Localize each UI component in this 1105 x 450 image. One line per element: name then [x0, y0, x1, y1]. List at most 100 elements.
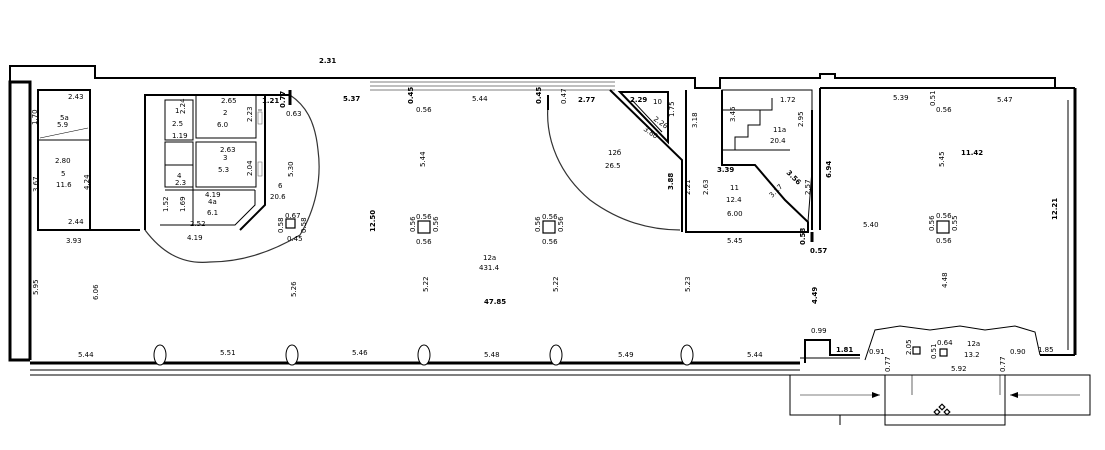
dim: 1.70 [31, 109, 39, 125]
room-12b-area: 26.5 [605, 162, 621, 170]
room-10-outline [617, 91, 669, 145]
column-3 [936, 220, 950, 234]
dim: 47.85 [484, 298, 506, 306]
dim: 2.77 [578, 96, 595, 104]
rooms-11-block [685, 88, 821, 242]
room-4a-area: 6.1 [207, 209, 218, 217]
room-2-name: 2 [223, 109, 227, 117]
dim: 5.45 [727, 237, 743, 245]
dimension-labels: 2.43 1.70 2.80 3.67 4.24 2.44 3.93 5.95 … [31, 57, 1059, 373]
room-12b-name: 12б [608, 149, 621, 157]
dim: 1.52 [162, 196, 170, 212]
dim: 0.64 [937, 339, 953, 347]
room-labels: 5а 5.9 5 11.6 1 2.5 2 6.0 3 5.3 4 2.3 4а… [56, 98, 980, 359]
room-4-area: 2.3 [175, 179, 186, 187]
dim: 0.77 [999, 356, 1007, 372]
room-11-area: 12.4 [726, 196, 742, 204]
dim: 5.48 [484, 351, 500, 359]
dim: 4.19 [187, 234, 203, 242]
dim: 5.44 [419, 151, 427, 167]
dim: 5.95 [32, 279, 40, 295]
dim: 0.91 [869, 348, 885, 356]
dim: 0.77 [884, 356, 892, 372]
dim: 5.22 [422, 276, 430, 292]
room-11-name: 11 [730, 184, 739, 192]
window-3 [417, 344, 431, 366]
dim: 5.30 [287, 161, 295, 177]
room-1-name: 1 [175, 107, 179, 115]
column-2 [542, 220, 556, 234]
dim: 11.42 [961, 149, 983, 157]
room-12b-block [547, 89, 683, 232]
room-10-name: 10 [653, 98, 662, 106]
dim: 0.99 [811, 327, 827, 335]
dim: 5.46 [352, 349, 368, 357]
room-11a-name: 11а [773, 126, 786, 134]
dim: 2.63 [702, 179, 710, 195]
dim: 6.94 [825, 161, 833, 178]
dim: 2.63 [220, 146, 236, 154]
dim: 5.39 [893, 94, 909, 102]
dim: 0.63 [286, 110, 302, 118]
dim: 0.56 [542, 238, 558, 246]
room-5-block [37, 89, 140, 231]
dim: 5.92 [951, 365, 967, 373]
dim: 3.39 [717, 166, 734, 174]
room-12a-name: 12а [483, 254, 496, 262]
dim: 0.51 [930, 343, 938, 359]
room-2-area: 6.0 [217, 121, 228, 129]
dim: 2.31 [319, 57, 336, 65]
dim: 5.44 [747, 351, 763, 359]
room-3-name: 3 [223, 154, 227, 162]
dim: 1.19 [172, 132, 188, 140]
dim: 0.51 [929, 90, 937, 106]
dim: 0.57 [810, 247, 827, 255]
room-6-area: 20.6 [270, 193, 286, 201]
dim: 2.43 [68, 93, 84, 101]
room-12a-small-name: 12а [967, 340, 980, 348]
dim: 0.56 [409, 216, 417, 232]
dim: 0.56 [416, 238, 432, 246]
room-5-name: 5 [61, 170, 65, 178]
top-wall-left [9, 65, 370, 82]
dim: 2.21 [684, 179, 692, 195]
dim: 4.49 [811, 287, 819, 304]
dim: 2.52 [190, 220, 206, 228]
dim: 3.67 [32, 176, 40, 192]
dim: 2.23 [246, 106, 254, 122]
dim: 4.19 [205, 191, 221, 199]
dim: 5.23 [684, 276, 692, 292]
dim: 1.69 [179, 196, 187, 212]
dim: 1.21 [262, 97, 279, 105]
entrance-block [789, 325, 1091, 426]
dim: 12.50 [369, 210, 377, 232]
dim: 4.24 [83, 174, 91, 190]
dim: 6.00 [727, 210, 743, 218]
room-4-name: 4 [177, 172, 182, 180]
dim: 3.88 [667, 173, 675, 190]
room-12b-diag-wall [609, 89, 683, 232]
dim: 0.56 [936, 237, 952, 245]
dim: 2.05 [905, 339, 913, 355]
window-4 [549, 344, 563, 366]
dim: 0.56 [542, 213, 558, 221]
dim: 4.48 [941, 272, 949, 288]
dim: 0.56 [416, 213, 432, 221]
window-1 [153, 344, 167, 366]
dim: 0.58 [799, 228, 807, 245]
dim: 1.72 [780, 96, 796, 104]
dim: 5.44 [78, 351, 94, 359]
top-rooms-walls [265, 90, 292, 105]
dim: 0.77 [279, 91, 287, 108]
dim: 3.18 [691, 112, 699, 128]
dim: 2.29 [630, 96, 647, 104]
dim: 0.56 [432, 216, 440, 232]
dim: 3.56 [785, 169, 803, 187]
dim: 0.56 [936, 212, 952, 220]
dim: 5.47 [997, 96, 1013, 104]
curved-wall-12b [547, 104, 681, 231]
room-11a-area: 20.4 [770, 137, 786, 145]
column-1 [417, 220, 431, 234]
dim: 5.40 [863, 221, 879, 229]
